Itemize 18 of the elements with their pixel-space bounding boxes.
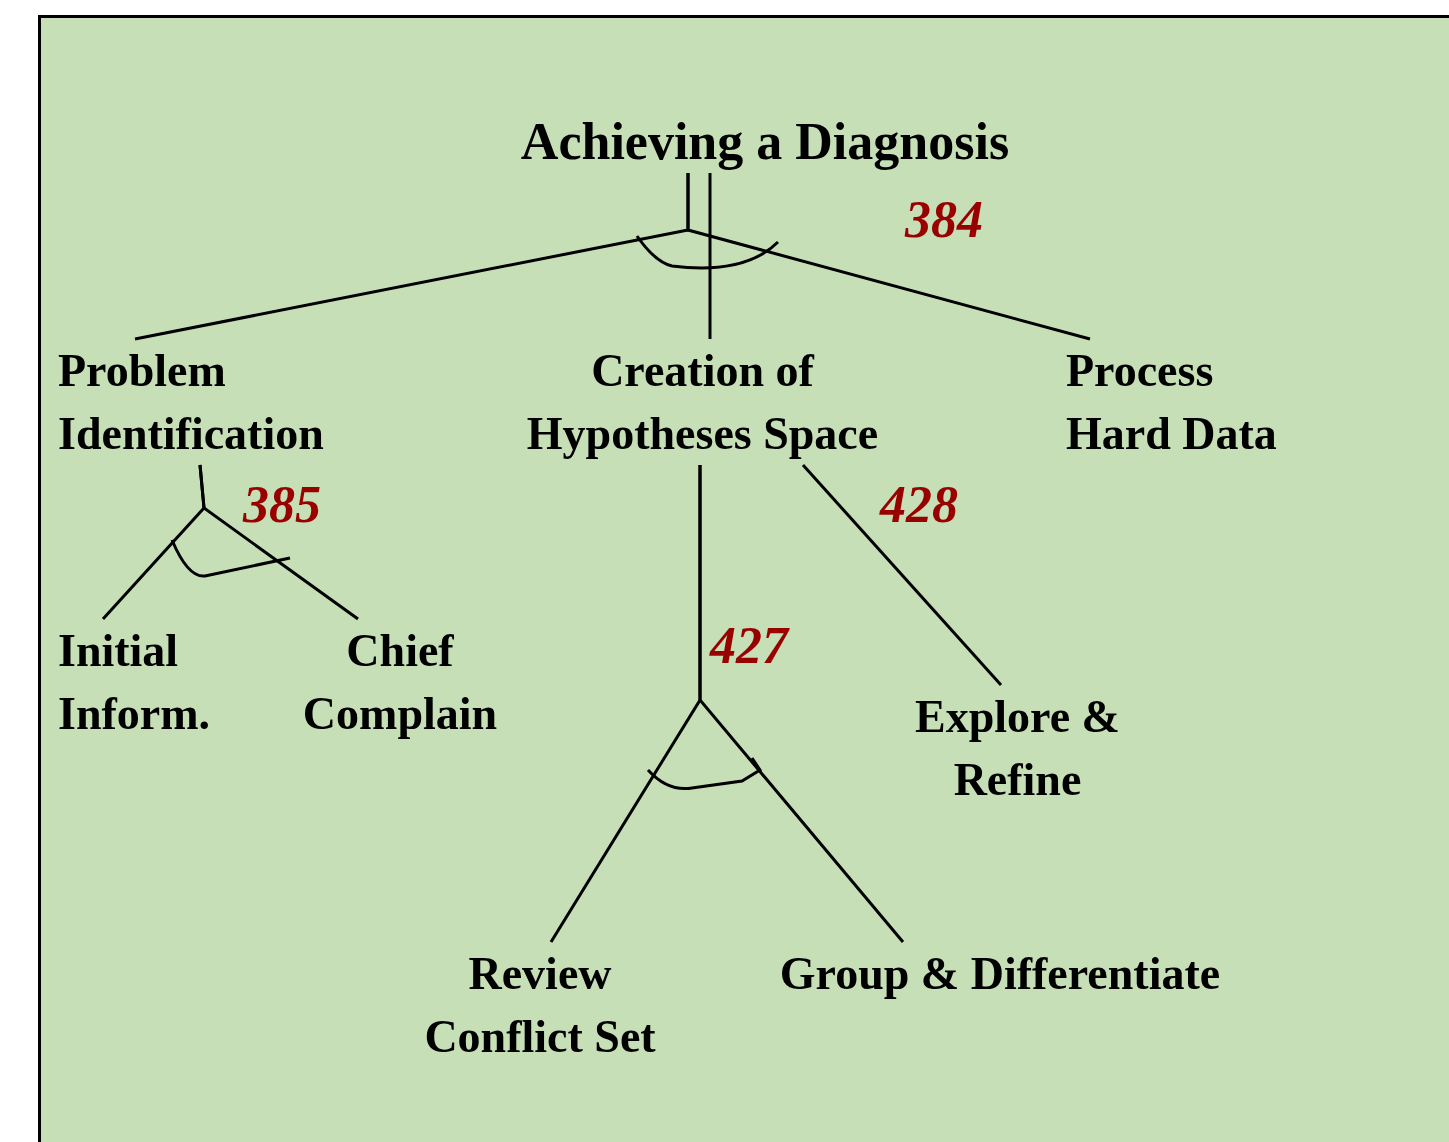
tree-branch-line	[698, 465, 905, 943]
tree-node-label: Explore & Refine	[885, 685, 1150, 811]
tree-node-label: Problem Identification	[58, 339, 388, 465]
reference-number: 385	[243, 475, 321, 535]
tree-branch-line	[708, 173, 712, 339]
tree-node-label: Creation of Hypotheses Space	[490, 339, 915, 465]
reference-number: 427	[710, 616, 788, 676]
tree-node-label: Initial Inform.	[58, 619, 258, 745]
reference-number: 428	[880, 475, 958, 535]
tree-node-label: Review Conflict Set	[400, 942, 680, 1068]
tree-node-label: Chief Complain	[280, 619, 520, 745]
reference-number: 384	[905, 190, 983, 250]
tree-branch-line	[686, 173, 1091, 341]
tree-node-label: Group & Differentiate	[735, 942, 1265, 1005]
diagram-heading: Achieving a Diagnosis	[440, 110, 1090, 173]
tree-branch-line	[198, 464, 359, 621]
tree-node-label: Process Hard Data	[1066, 339, 1326, 465]
tree-branch-line	[801, 464, 1003, 686]
